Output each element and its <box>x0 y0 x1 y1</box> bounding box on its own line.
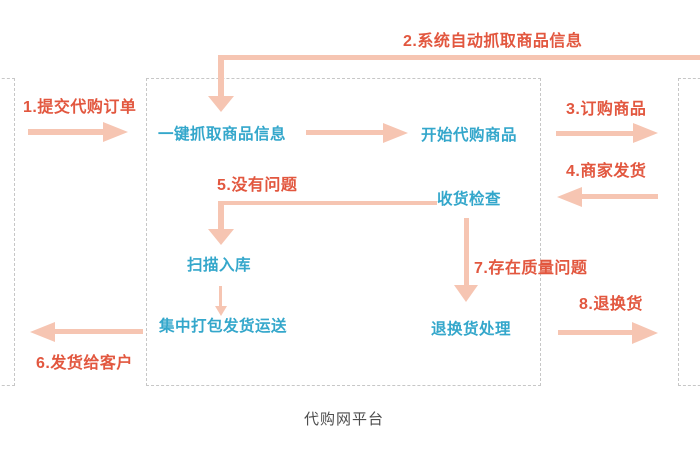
arrow-step4-head <box>557 187 582 207</box>
arrow-step5-head <box>208 229 234 245</box>
node-pack-and-ship: 集中打包发货运送 <box>159 318 288 335</box>
arrow-scan-to-pack-line <box>219 286 222 306</box>
arrow-step2-line-v <box>218 55 224 96</box>
step-4-label: 4.商家发货 <box>566 163 647 180</box>
merchant-region-box <box>678 78 700 386</box>
step-2-label: 2.系统自动抓取商品信息 <box>403 33 583 50</box>
customer-region-box <box>0 78 15 386</box>
node-returns-handling: 退换货处理 <box>431 321 512 338</box>
platform-caption: 代购网平台 <box>304 411 385 428</box>
step-5-label: 5.没有问题 <box>217 177 298 194</box>
step-7-label: 7.存在质量问题 <box>474 260 588 277</box>
arrow-step6-head <box>30 322 55 342</box>
arrow-step5-line-h <box>218 201 437 205</box>
arrow-step1-line <box>28 129 103 135</box>
node-grab-product-info: 一键抓取商品信息 <box>158 126 287 143</box>
arrow-step3-head <box>633 123 658 143</box>
arrow-step6-line <box>55 329 143 334</box>
step-6-label: 6.发货给客户 <box>36 355 133 372</box>
arrow-step8-line <box>558 330 632 335</box>
node-receive-inspection: 收货检查 <box>437 191 502 208</box>
node-scan-into-warehouse: 扫描入库 <box>187 257 252 274</box>
arrow-step2-head <box>208 96 234 112</box>
arrow-scan-to-pack-head <box>215 306 227 316</box>
node-start-purchasing: 开始代购商品 <box>421 127 518 144</box>
arrow-step7-head <box>454 285 478 302</box>
arrow-step4-line <box>582 194 658 199</box>
arrow-step2-line-h <box>220 55 700 60</box>
step-8-label: 8.退换货 <box>579 296 643 313</box>
arrow-step3-line <box>556 131 633 136</box>
platform-region-box <box>146 78 541 386</box>
arrow-step5-line-v <box>218 201 224 229</box>
arrow-grab-to-start-line <box>306 130 383 135</box>
arrow-grab-to-start-head <box>383 123 408 143</box>
arrow-step8-head <box>632 322 658 344</box>
arrow-step7-line <box>464 218 469 285</box>
arrow-step1-head <box>103 122 128 142</box>
step-1-label: 1.提交代购订单 <box>23 99 137 116</box>
step-3-label: 3.订购商品 <box>566 101 647 118</box>
